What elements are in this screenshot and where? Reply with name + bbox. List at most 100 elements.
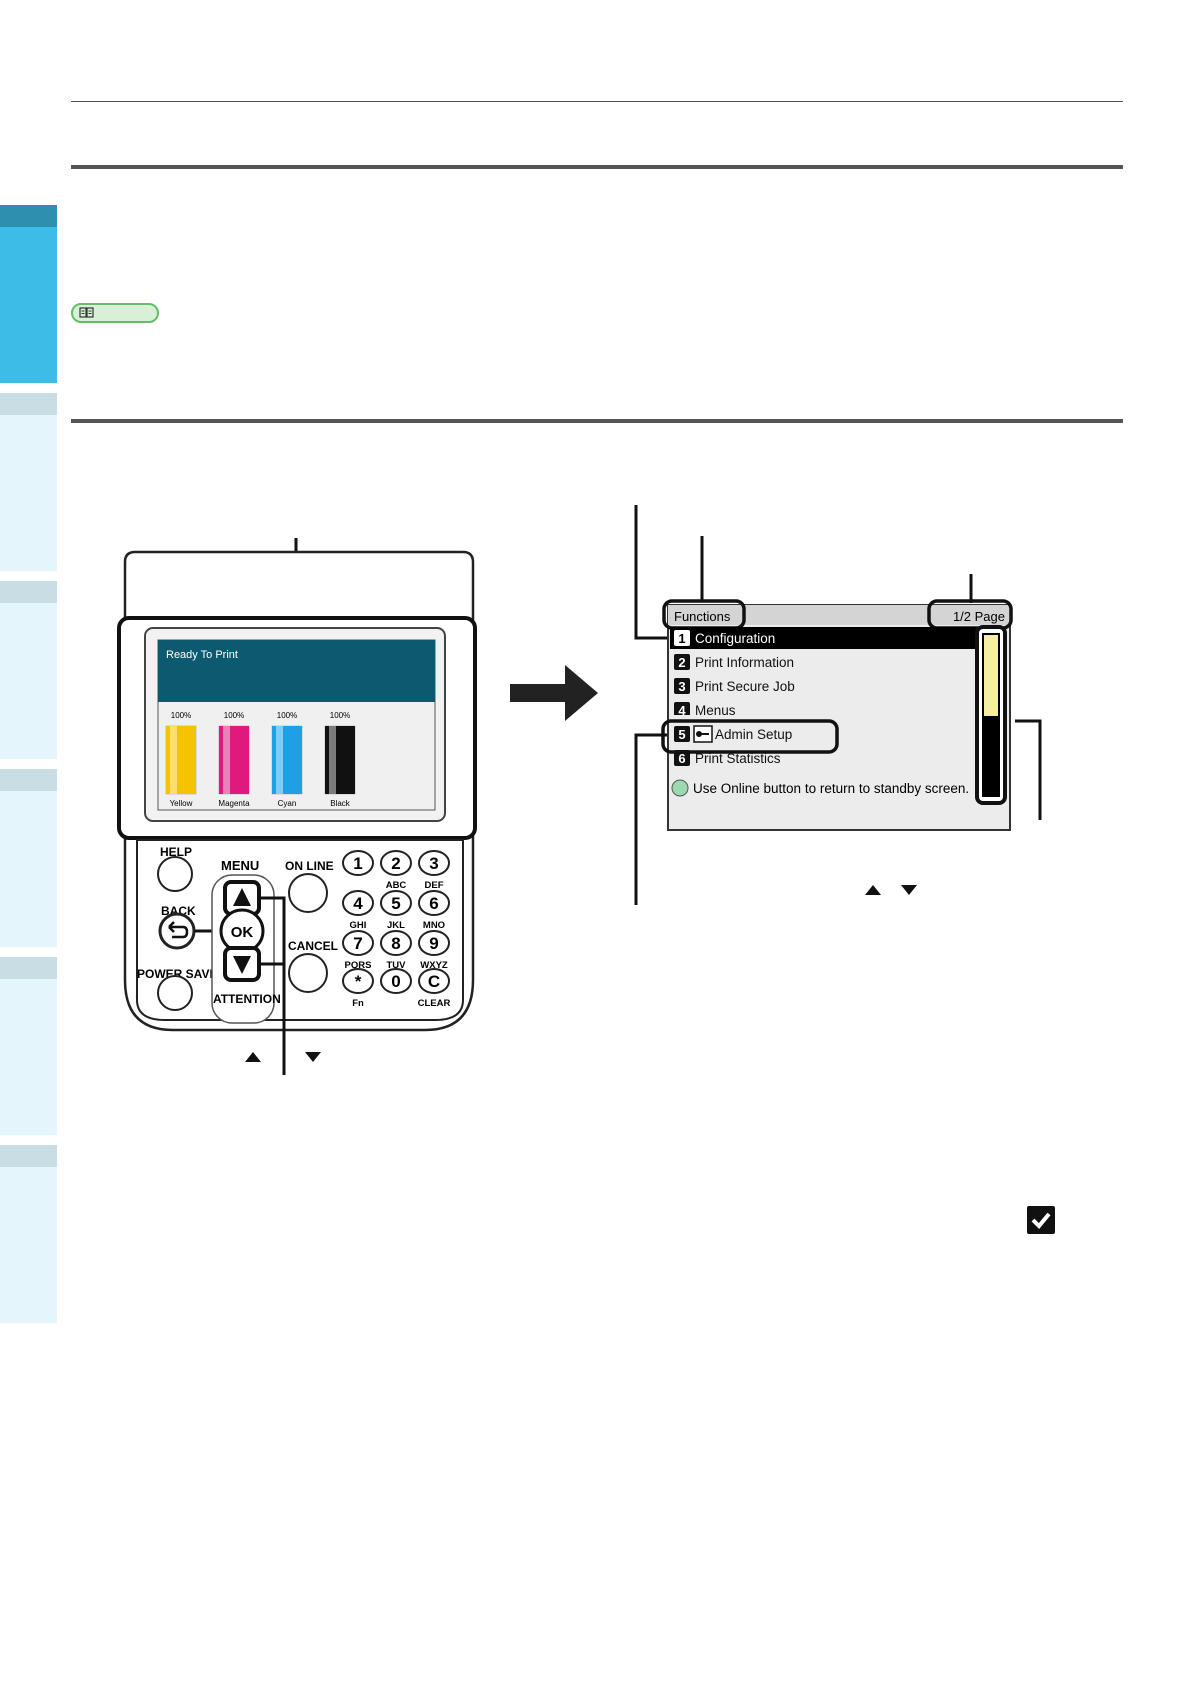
toner-bar-fill bbox=[272, 726, 302, 794]
toner-bar-shine bbox=[276, 726, 283, 794]
item-number-badge bbox=[674, 702, 690, 718]
updown-callout bbox=[259, 896, 286, 1075]
side-tab-band bbox=[0, 581, 57, 603]
book-icon bbox=[79, 307, 94, 318]
toner-level-label: 100% bbox=[224, 711, 244, 720]
screen-hint: Use Online button to return to standby s… bbox=[693, 781, 969, 796]
side-tab-5[interactable] bbox=[0, 957, 57, 1135]
keypad-digit: C bbox=[428, 972, 440, 991]
item-number-badge bbox=[674, 654, 690, 670]
side-tab-4[interactable] bbox=[0, 769, 57, 947]
lcd-status: Ready To Print bbox=[166, 649, 238, 661]
cancel-label: CANCEL bbox=[288, 939, 338, 953]
toner-level-label: 100% bbox=[277, 711, 297, 720]
item-label: Print Information bbox=[695, 655, 794, 670]
online-hint-icon bbox=[671, 779, 689, 797]
keypad-key[interactable] bbox=[418, 968, 450, 994]
attention-label: ATTENTION bbox=[213, 992, 281, 1006]
callout-menu-items bbox=[634, 505, 668, 640]
toner-color-label: Magenta bbox=[218, 799, 250, 808]
side-tab-1[interactable] bbox=[0, 205, 57, 383]
toner-color-label: Black bbox=[330, 799, 351, 808]
item-number: 5 bbox=[678, 727, 685, 742]
back-button[interactable] bbox=[158, 912, 196, 950]
side-tab-band bbox=[0, 205, 57, 227]
side-tab-band bbox=[0, 1145, 57, 1167]
menu-item[interactable]: 4 Menus bbox=[674, 702, 736, 718]
toner-color-label: Yellow bbox=[170, 799, 193, 808]
down-arrow-icon bbox=[233, 956, 251, 974]
online-button[interactable] bbox=[288, 873, 328, 913]
section-rule-1 bbox=[71, 165, 1123, 169]
menu-item[interactable]: 6 Print Statistics bbox=[674, 750, 781, 766]
power-save-label: POWER SAVE bbox=[137, 967, 217, 981]
lcd-display: Ready To Print 100% Yellow 100% Magenta 100%… bbox=[157, 639, 436, 811]
item-number: 2 bbox=[678, 655, 685, 670]
menu-item[interactable]: 2 Print Information bbox=[674, 654, 794, 670]
toner-bar-fill bbox=[219, 726, 249, 794]
keypad-key[interactable] bbox=[418, 890, 450, 916]
keypad-letters: TUV bbox=[387, 960, 407, 971]
menu-item[interactable]: 1 Configuration bbox=[670, 627, 976, 649]
side-tab-3[interactable] bbox=[0, 581, 57, 759]
side-tab-band bbox=[0, 393, 57, 415]
toner-color-label: Cyan bbox=[278, 799, 297, 808]
key-icon bbox=[693, 725, 713, 743]
help-button[interactable] bbox=[157, 856, 193, 892]
keypad-key[interactable] bbox=[342, 930, 374, 956]
cancel-button[interactable] bbox=[288, 953, 328, 993]
keypad-letters: ABC bbox=[386, 880, 407, 891]
keypad-letters: WXYZ bbox=[420, 960, 448, 971]
power-save-button[interactable] bbox=[157, 975, 193, 1011]
scrollbar-thumb[interactable] bbox=[984, 635, 998, 716]
page-indicator: 1/2 Page bbox=[953, 609, 1005, 624]
item-number: 4 bbox=[678, 703, 686, 718]
keypad-key[interactable] bbox=[380, 890, 412, 916]
back-arrowhead bbox=[168, 921, 175, 933]
keypad-letters: GHI bbox=[350, 920, 367, 931]
side-tab-band bbox=[0, 769, 57, 791]
item-label: Configuration bbox=[695, 631, 775, 646]
ok-label: OK bbox=[231, 924, 254, 941]
keypad-key[interactable] bbox=[380, 930, 412, 956]
item-number-badge bbox=[674, 726, 690, 742]
keypad-digit: 7 bbox=[353, 934, 362, 953]
reference-link[interactable] bbox=[71, 303, 159, 323]
keypad-digit: 1 bbox=[353, 854, 362, 873]
item-number: 1 bbox=[678, 631, 685, 646]
keypad-digit: 8 bbox=[391, 934, 400, 953]
keypad-key[interactable] bbox=[342, 968, 374, 994]
side-tab-2[interactable] bbox=[0, 393, 57, 571]
keypad-digit: 4 bbox=[353, 894, 363, 913]
section-rule-2 bbox=[71, 419, 1123, 423]
keypad-key[interactable] bbox=[380, 968, 412, 994]
check-icon bbox=[1027, 1206, 1055, 1234]
keypad-key[interactable] bbox=[342, 850, 374, 876]
up-triangle-icon bbox=[865, 885, 881, 895]
callout-scrollbar bbox=[1015, 719, 1042, 820]
keypad-letters: CLEAR bbox=[418, 998, 451, 1009]
item-number-badge bbox=[674, 630, 690, 646]
screen-updown-icons bbox=[865, 885, 917, 895]
keypad-key[interactable] bbox=[342, 890, 374, 916]
callout-locked-item bbox=[634, 733, 668, 905]
toner-level-label: 100% bbox=[330, 711, 350, 720]
keypad-key[interactable] bbox=[380, 850, 412, 876]
keypad-key[interactable] bbox=[418, 850, 450, 876]
menu-label: MENU bbox=[221, 858, 259, 873]
item-number: 6 bbox=[678, 751, 685, 766]
keypad-key[interactable] bbox=[418, 930, 450, 956]
updown-caption-icons bbox=[245, 1052, 321, 1062]
up-triangle-icon bbox=[245, 1052, 261, 1062]
down-triangle-icon bbox=[305, 1052, 321, 1062]
side-tab-6[interactable] bbox=[0, 1145, 57, 1323]
toner-bar-fill bbox=[325, 726, 355, 794]
keypad-digit: 2 bbox=[391, 854, 400, 873]
down-triangle-icon bbox=[901, 885, 917, 895]
item-label: Print Statistics bbox=[695, 751, 781, 766]
item-label: Menus bbox=[695, 703, 736, 718]
screen-title-bar bbox=[668, 605, 1010, 625]
operator-panel: Ready To Print 100% Yellow 100% Magenta 100%… bbox=[117, 538, 477, 1075]
